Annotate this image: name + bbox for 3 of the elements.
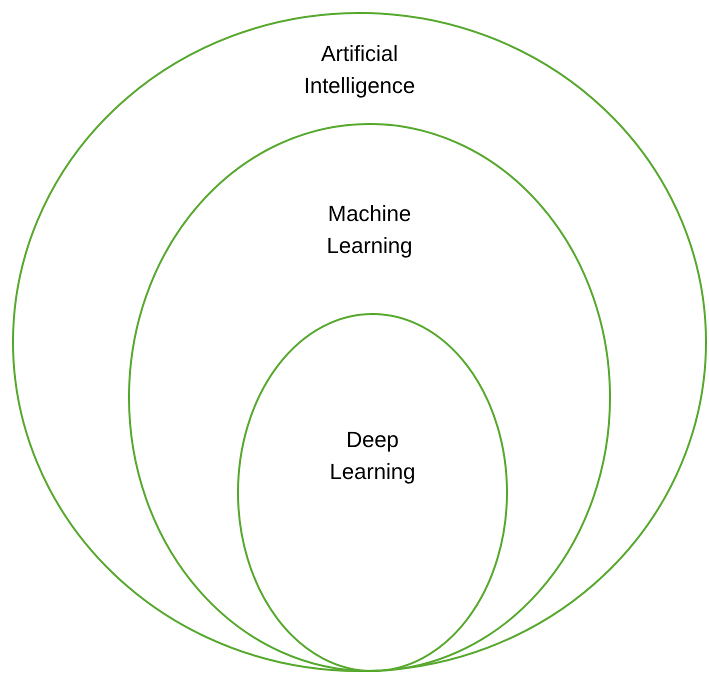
ellipse-label: Deep Learning	[328, 426, 416, 486]
ellipse-label: Machine Learning	[326, 200, 414, 260]
ellipse-label: Artificial Intelligence	[302, 40, 416, 100]
